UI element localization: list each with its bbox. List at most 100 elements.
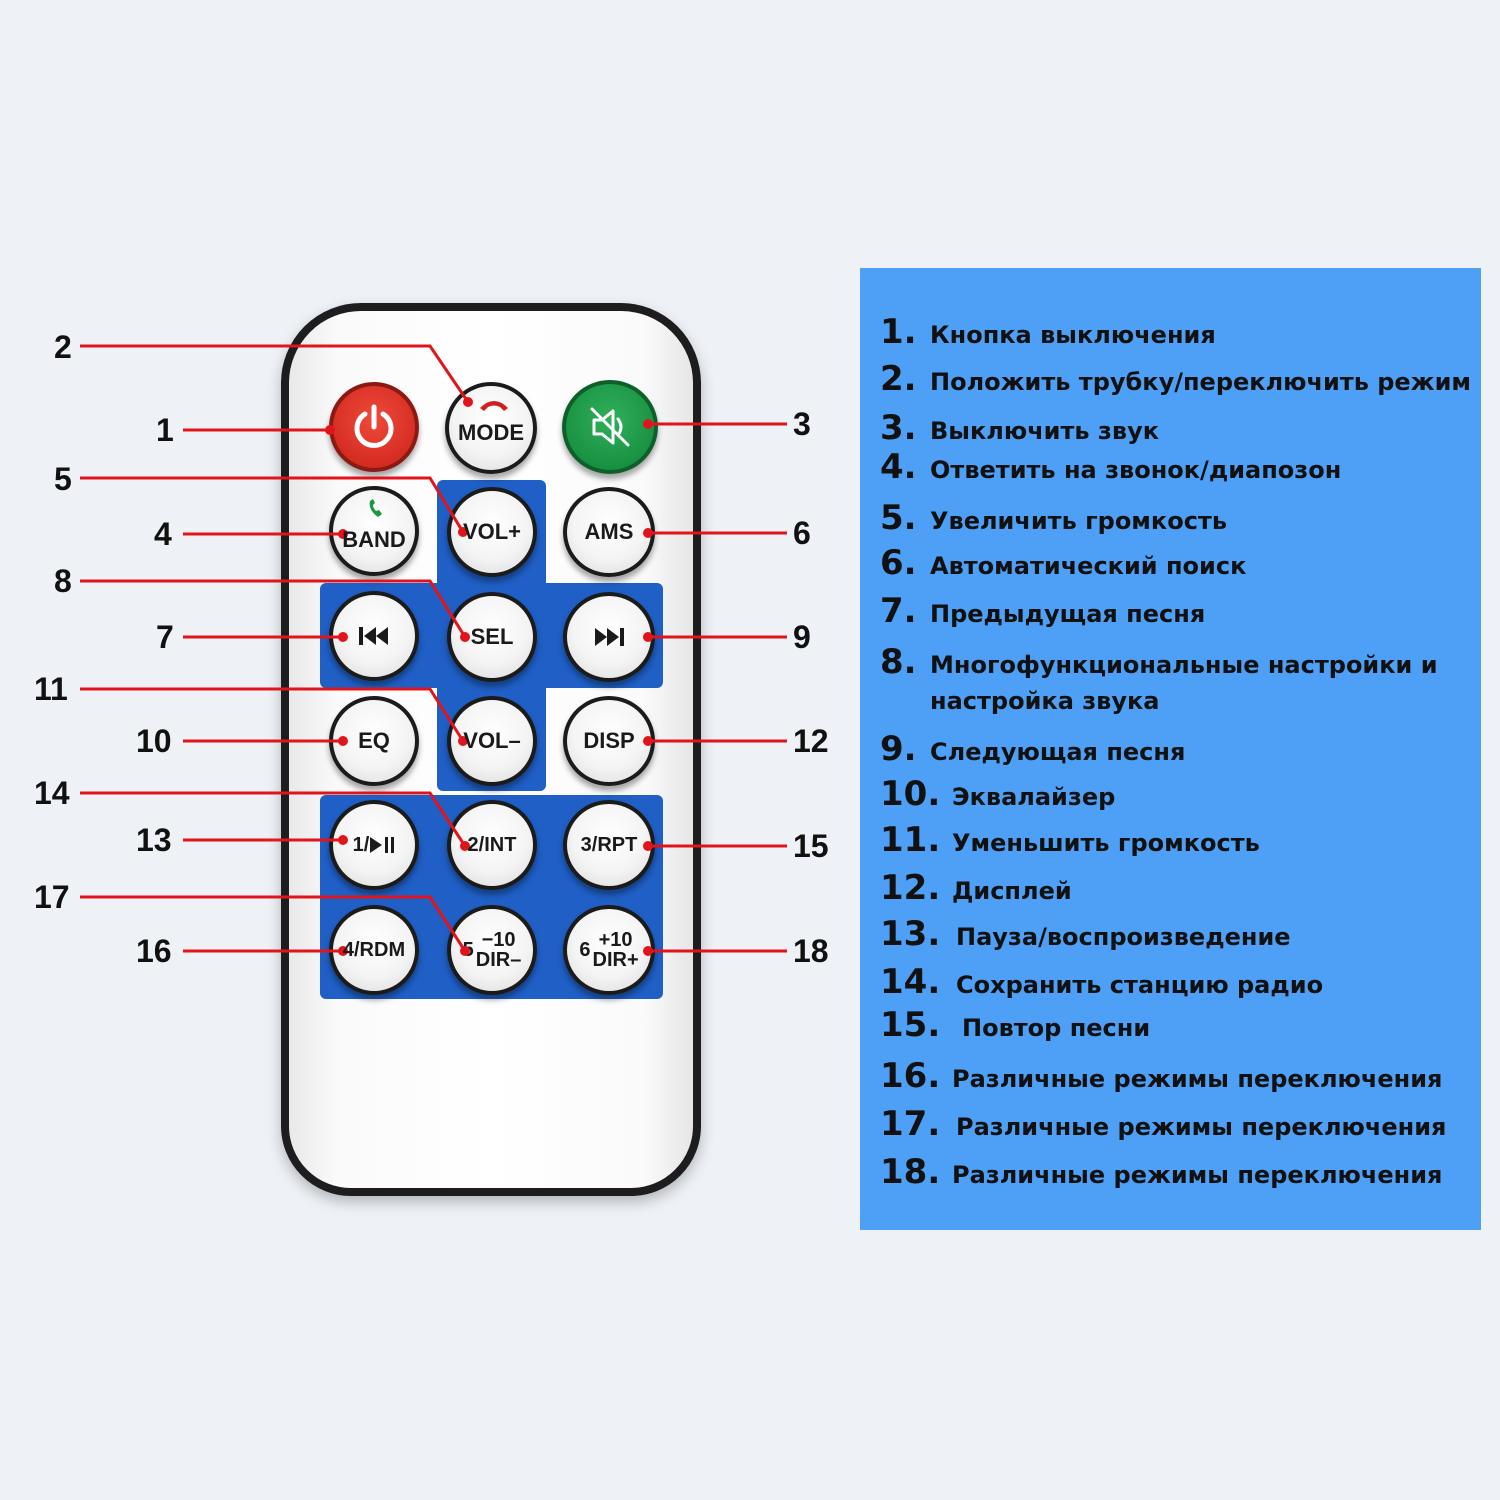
legend-text: Сохранить станцию радио xyxy=(956,971,1324,999)
legend-text: Повтор песни xyxy=(962,1014,1151,1042)
legend-num: 4. xyxy=(880,447,917,487)
prev-button[interactable] xyxy=(329,591,419,681)
play-pause-icon xyxy=(370,837,395,853)
legend-item-2: 2. Положить трубку/переключить режим xyxy=(880,359,1471,400)
legend-num: 16. xyxy=(880,1056,941,1096)
legend-item-13: 13. Пауза/воспроизведение xyxy=(880,914,1291,955)
legend-text: Различные режимы переключения xyxy=(952,1065,1443,1093)
band-label: BAND xyxy=(342,527,406,552)
vol-down-label: VOL– xyxy=(463,728,521,753)
legend-text: Выключить звук xyxy=(930,417,1159,445)
legend-num: 2. xyxy=(880,359,917,399)
callout-10: 10 xyxy=(136,723,172,759)
legend-num: 3. xyxy=(880,408,917,448)
legend-item-14: 14. Сохранить станцию радио xyxy=(880,962,1323,1003)
legend-num: 6. xyxy=(880,543,917,583)
legend-num: 5. xyxy=(880,498,917,538)
mute-button[interactable] xyxy=(562,380,658,474)
legend-num: 15. xyxy=(880,1005,941,1045)
power-icon xyxy=(354,404,394,448)
legend-num: 8. xyxy=(880,642,917,682)
legend-num: 18. xyxy=(880,1152,941,1192)
callout-12: 12 xyxy=(793,723,829,759)
callout-2: 2 xyxy=(54,329,72,365)
dir-down-bottom: DIR– xyxy=(475,949,522,971)
dir-up-top: +10 xyxy=(598,929,633,951)
play-pause-button[interactable]: 1/ xyxy=(329,800,419,890)
int-label: 2/INT xyxy=(467,833,517,856)
callout-7: 7 xyxy=(156,619,174,655)
int-button[interactable]: 2/INT xyxy=(447,800,537,890)
legend-item-12: 12. Дисплей xyxy=(880,868,1072,909)
legend-text: Следующая песня xyxy=(930,738,1186,766)
callout-14: 14 xyxy=(34,775,70,811)
legend-text: Пауза/воспроизведение xyxy=(956,923,1291,951)
legend-num: 1. xyxy=(880,312,917,352)
legend-item-18: 18. Различные режимы переключения xyxy=(880,1152,1442,1193)
skip-next-icon xyxy=(595,628,624,646)
callout-13: 13 xyxy=(136,822,172,858)
play-pause-label: 1/ xyxy=(352,833,370,856)
callout-9: 9 xyxy=(793,619,811,655)
callout-5: 5 xyxy=(54,461,72,497)
rpt-label: 3/RPT xyxy=(580,833,638,856)
rpt-button[interactable]: 3/RPT xyxy=(563,800,655,890)
vol-up-button[interactable]: VOL+ xyxy=(447,487,537,577)
legend-num: 10. xyxy=(880,774,941,814)
next-button[interactable] xyxy=(563,592,655,682)
rdm-button[interactable]: 4/RDM xyxy=(329,905,419,995)
sel-button[interactable]: SEL xyxy=(447,592,537,682)
hang-up-phone-icon xyxy=(480,401,508,411)
legend-text: Многофункциональные настройки и настройк… xyxy=(930,651,1438,715)
callout-18: 18 xyxy=(793,933,829,969)
legend-text: Увеличить громкость xyxy=(930,507,1228,535)
eq-label: EQ xyxy=(358,728,390,753)
dir-down-button[interactable]: 5 −10 DIR– xyxy=(447,905,537,995)
legend-item-9: 9. Следующая песня xyxy=(880,729,1185,770)
legend-text: Различные режимы переключения xyxy=(952,1161,1443,1189)
callout-16: 16 xyxy=(136,933,172,969)
skip-previous-icon xyxy=(359,627,388,645)
mode-button[interactable]: MODE xyxy=(445,382,537,474)
legend-text: Предыдущая песня xyxy=(930,600,1206,628)
legend-item-7: 7. Предыдущая песня xyxy=(880,591,1205,632)
legend-num: 13. xyxy=(880,914,941,954)
callout-15: 15 xyxy=(793,828,829,864)
legend-item-8: 8. Многофункциональные настройки и настро… xyxy=(880,642,1438,719)
legend-item-10: 10.Эквалайзер xyxy=(880,774,1115,815)
callout-17: 17 xyxy=(34,879,70,915)
legend-num: 9. xyxy=(880,729,917,769)
ams-label: AMS xyxy=(584,519,634,544)
vol-down-button[interactable]: VOL– xyxy=(447,696,537,786)
legend-item-17: 17.Различные режимы переключения xyxy=(880,1104,1446,1145)
vol-up-label: VOL+ xyxy=(462,519,522,544)
speaker-mute-icon xyxy=(590,407,630,447)
eq-button[interactable]: EQ xyxy=(329,696,419,786)
legend-item-4: 4.Ответить на звонок/диапозон xyxy=(880,447,1341,488)
legend-num: 7. xyxy=(880,591,917,631)
dir-up-bottom: DIR+ xyxy=(592,949,639,971)
callout-11: 11 xyxy=(34,671,68,707)
legend-text: Кнопка выключения xyxy=(930,321,1216,349)
legend-item-3: 3. Выключить звук xyxy=(880,408,1159,449)
callout-8: 8 xyxy=(54,563,72,599)
legend-text: Дисплей xyxy=(952,877,1072,905)
power-button[interactable] xyxy=(329,382,419,472)
mode-label: MODE xyxy=(458,420,524,445)
legend-num: 14. xyxy=(880,962,941,1002)
dir-up-prefix: 6 xyxy=(579,938,591,961)
legend-item-6: 6. Автоматический поиск xyxy=(880,543,1246,584)
band-button[interactable]: BAND xyxy=(329,486,419,576)
legend-text: Автоматический поиск xyxy=(930,552,1247,580)
callout-4: 4 xyxy=(154,516,172,552)
disp-button[interactable]: DISP xyxy=(563,696,655,786)
legend-item-15: 15. Повтор песни xyxy=(880,1005,1150,1046)
sel-label: SEL xyxy=(470,624,514,649)
dir-up-button[interactable]: 6 +10 DIR+ xyxy=(563,905,655,995)
ams-button[interactable]: AMS xyxy=(563,487,655,577)
legend-num: 12. xyxy=(880,868,941,908)
legend-text: Положить трубку/переключить режим xyxy=(930,368,1471,396)
legend-panel: 1. Кнопка выключения 2. Положить трубку/пе… xyxy=(860,268,1481,1230)
callout-6: 6 xyxy=(793,515,811,551)
